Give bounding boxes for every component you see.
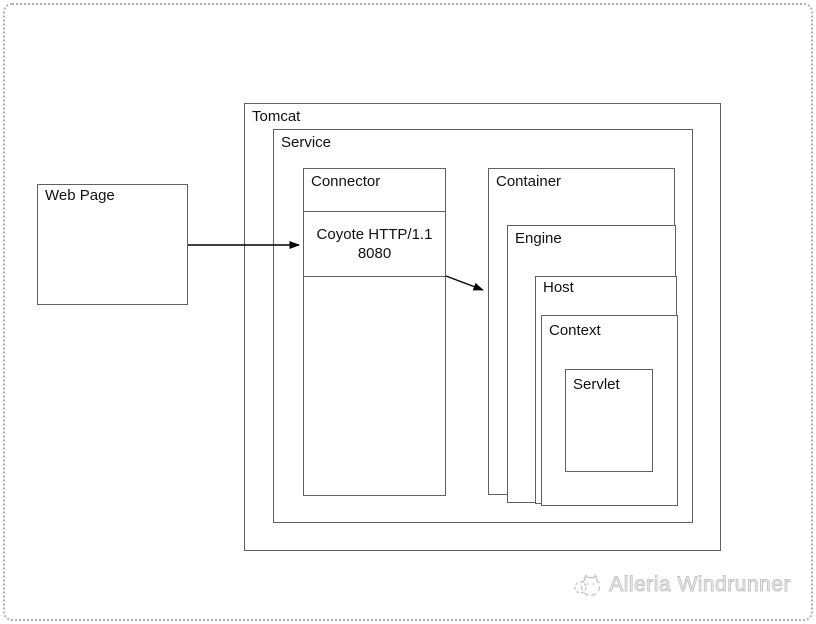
engine-label: Engine xyxy=(515,230,562,247)
coyote-protocol-compartment: Coyote HTTP/1.1 8080 xyxy=(304,212,445,277)
coyote-protocol-line1: Coyote HTTP/1.1 xyxy=(316,226,433,243)
coyote-protocol-line2: 8080 xyxy=(357,245,392,262)
service-label: Service xyxy=(281,134,332,151)
watermark: Alleria Windrunner xyxy=(572,570,791,600)
servlet-box: Servlet xyxy=(565,369,653,472)
container-label: Container xyxy=(496,173,562,190)
context-label: Context xyxy=(549,322,601,339)
web-page-box: Web Page xyxy=(37,184,188,305)
web-page-label: Web Page xyxy=(45,187,115,204)
connector-label: Connector xyxy=(311,173,381,190)
dotted-page-border xyxy=(3,3,813,621)
tomcat-label: Tomcat xyxy=(252,108,301,125)
watermark-text: Alleria Windrunner xyxy=(609,573,791,597)
connector-box: Connector Coyote HTTP/1.1 8080 xyxy=(303,168,446,496)
cat-logo-icon xyxy=(572,570,602,600)
connector-header-compartment: Connector xyxy=(304,169,445,212)
host-label: Host xyxy=(543,279,574,296)
servlet-label: Servlet xyxy=(573,376,620,393)
